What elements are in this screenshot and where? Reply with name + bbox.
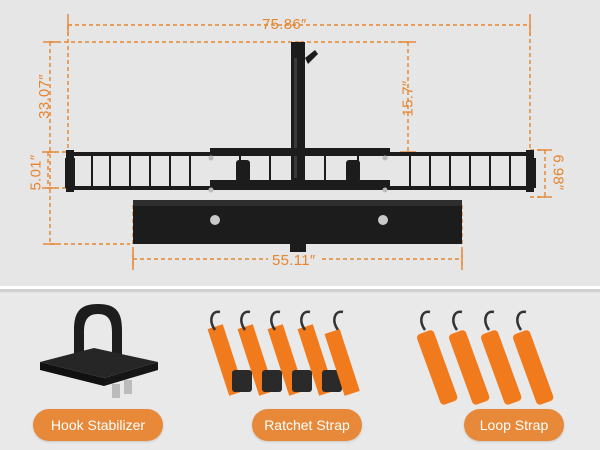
loop-strap-label: Loop Strap (464, 409, 564, 441)
loop-strap-illustration (417, 310, 554, 405)
hook-stabilizer-illustration (40, 304, 158, 398)
section-divider (0, 286, 600, 292)
ratchet-strap-label: Ratchet Strap (252, 409, 362, 441)
ratchet-strap-illustration (207, 310, 360, 396)
hook-stabilizer-label: Hook Stabilizer (33, 409, 163, 441)
right-rail-height-label: 6.98″ (549, 154, 567, 191)
mast-height-label: 15.7″ (399, 80, 417, 117)
base-width-label: 55.11″ (268, 252, 320, 269)
left-rail-height-label: 5.01″ (27, 154, 45, 191)
carrier-frame (65, 42, 536, 252)
total-height-label: 33.07″ (35, 74, 53, 119)
overall-width-label: 75.86″ (262, 16, 307, 33)
